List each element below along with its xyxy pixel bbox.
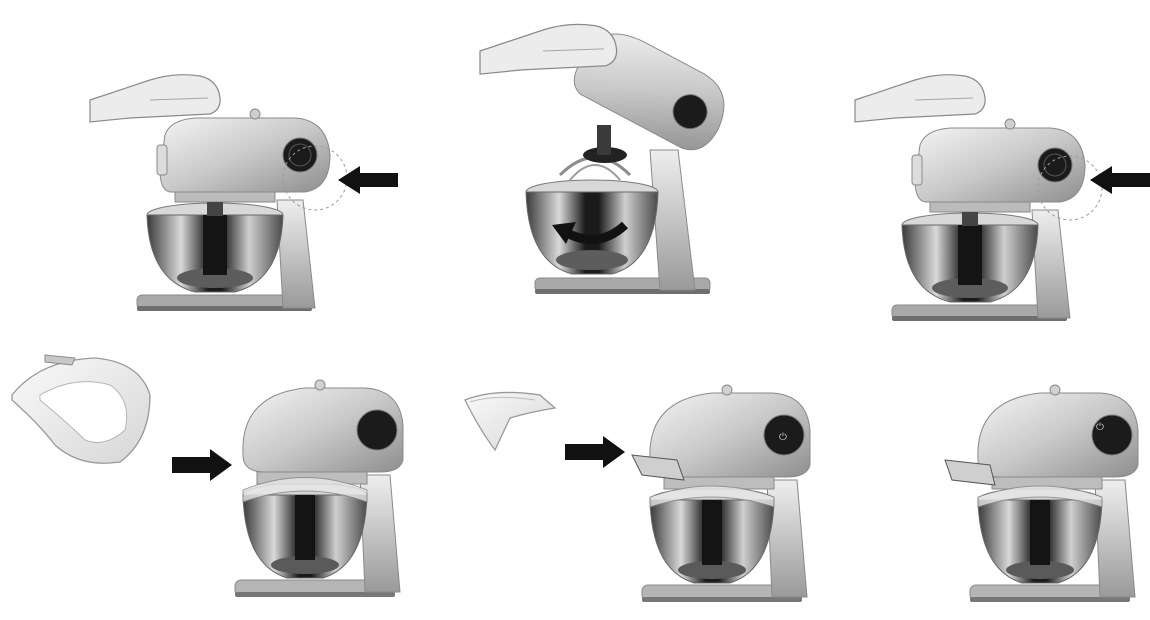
power-symbol-glyph: ⏻: [779, 432, 787, 443]
hand-icon: [855, 75, 985, 122]
panel-splash-guard-fit: [235, 380, 403, 597]
panel-chute-fit: [632, 385, 810, 602]
power-symbol-glyph: ⏻: [1096, 422, 1104, 433]
panel-lock-head-down: [137, 109, 347, 311]
hand-icon: [480, 24, 617, 74]
panel-lock-head-down-again: [892, 119, 1102, 321]
arrow-right-icon: [565, 436, 625, 468]
pouring-chute-part: [465, 392, 555, 450]
panel-assembled-result: [945, 385, 1138, 602]
splash-guard-part: [12, 355, 150, 463]
arrow-left-icon: [338, 166, 398, 194]
hand-icon: [90, 75, 220, 122]
arrow-right-icon: [172, 449, 232, 481]
arrow-left-icon: [1090, 166, 1150, 194]
